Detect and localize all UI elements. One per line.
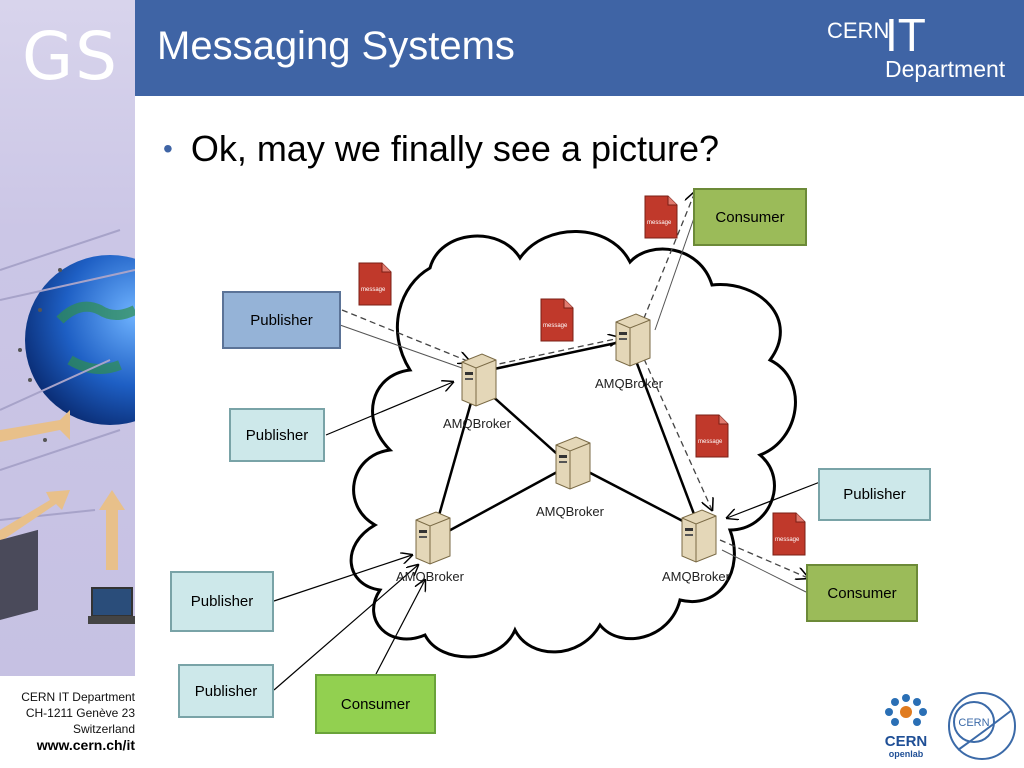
- message-document-icon: message: [540, 298, 574, 342]
- svg-text:message: message: [361, 287, 386, 293]
- broker-label: AMQBroker: [396, 569, 464, 584]
- message-document-icon: message: [772, 512, 806, 556]
- publisher-box: Publisher: [222, 291, 341, 349]
- footer-address-block: CERN IT Department CH-1211 Genève 23 Swi…: [0, 676, 135, 768]
- message-document-icon: message: [695, 414, 729, 458]
- globe-network-illustration: [0, 229, 135, 624]
- broker-label: AMQBroker: [443, 416, 511, 431]
- consumer-box: Consumer: [693, 188, 807, 246]
- publisher-box: Publisher: [178, 664, 274, 718]
- amq-broker-server-icon: [415, 511, 451, 565]
- header-bar: Messaging Systems CERN IT Department: [135, 0, 1024, 96]
- broker-label: AMQBroker: [595, 376, 663, 391]
- bullet-point: • Ok, may we finally see a picture?: [163, 128, 719, 170]
- publisher-box: Publisher: [170, 571, 274, 632]
- svg-text:message: message: [543, 323, 568, 329]
- amq-broker-server-icon: [681, 509, 717, 563]
- consumer-box: Consumer: [315, 674, 436, 734]
- footer-website: www.cern.ch/it: [36, 737, 135, 753]
- footer-line-city: CH-1211 Genève 23: [25, 706, 135, 720]
- sidebar: GS CERN IT Department CH-1211 Genève 23 …: [0, 0, 135, 768]
- amq-broker-server-icon: [555, 436, 591, 490]
- publisher-box: Publisher: [818, 468, 931, 521]
- cern-it-logo: CERN IT Department: [827, 9, 1006, 82]
- bullet-text: Ok, may we finally see a picture?: [190, 128, 720, 169]
- page-title: Messaging Systems: [157, 24, 515, 68]
- svg-text:message: message: [698, 439, 723, 445]
- svg-text:message: message: [647, 220, 672, 226]
- cern-seal-logo: CERN: [948, 692, 1016, 760]
- gs-logo: GS: [22, 18, 120, 95]
- amq-broker-server-icon: [615, 313, 651, 367]
- broker-label: AMQBroker: [662, 569, 730, 584]
- svg-text:CERN: CERN: [958, 717, 989, 729]
- svg-text:message: message: [775, 537, 800, 543]
- svg-text:CERN: CERN: [885, 733, 928, 750]
- cern-openlab-logo: CERN openlab: [885, 694, 928, 759]
- message-document-icon: message: [644, 195, 678, 239]
- consumer-box: Consumer: [806, 564, 918, 622]
- footer-line-country: Switzerland: [72, 722, 135, 736]
- amq-broker-server-icon: [461, 353, 497, 407]
- footer-line-department: CERN IT Department: [21, 690, 135, 704]
- message-document-icon: message: [358, 262, 392, 306]
- publisher-box: Publisher: [229, 408, 325, 462]
- broker-label: AMQBroker: [536, 504, 604, 519]
- bullet-dot-icon: •: [163, 133, 173, 164]
- svg-text:openlab: openlab: [889, 749, 924, 759]
